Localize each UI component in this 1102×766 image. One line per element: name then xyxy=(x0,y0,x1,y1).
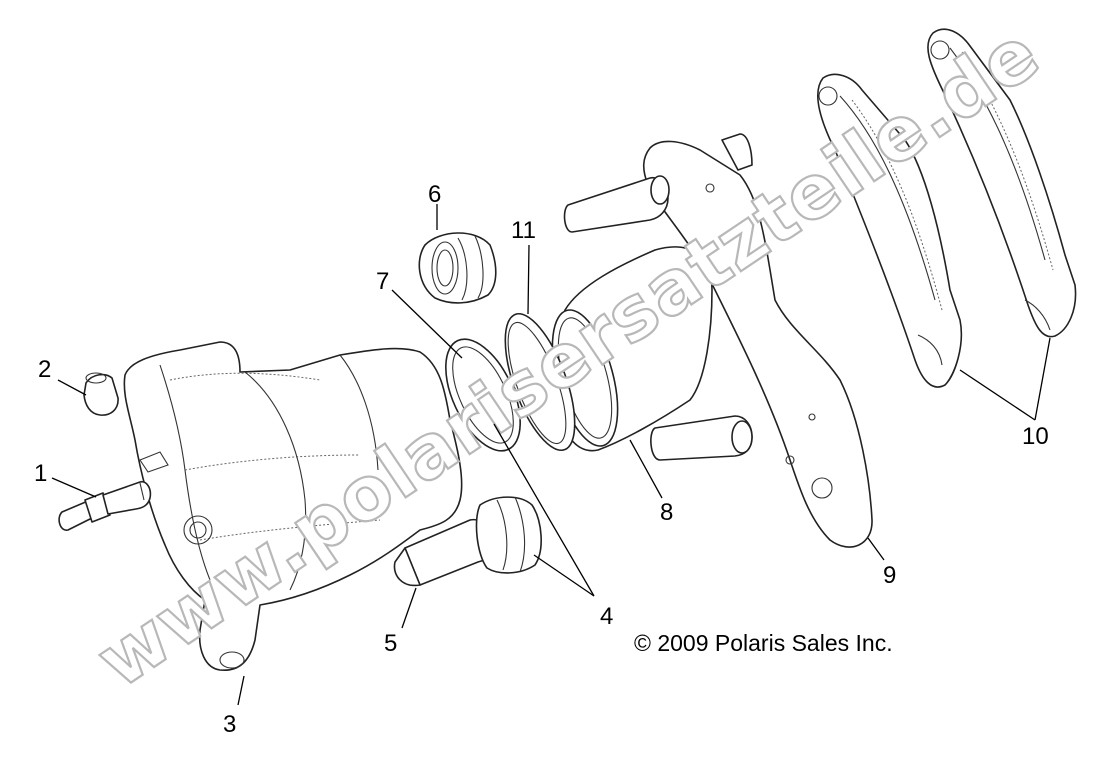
callout-5: 5 xyxy=(384,630,397,657)
callout-11: 11 xyxy=(511,217,536,244)
brake-pad-inner xyxy=(817,73,963,388)
callout-1: 1 xyxy=(34,460,47,487)
pin-boot-upper xyxy=(418,232,497,304)
callout-4: 4 xyxy=(600,603,613,630)
leader-lines xyxy=(51,204,1051,706)
brake-pad-outer xyxy=(927,28,1077,338)
callout-10: 10 xyxy=(1022,423,1049,450)
caliper-body xyxy=(123,341,463,671)
piston-seal xyxy=(504,312,576,452)
callout-9: 9 xyxy=(883,562,896,589)
copyright-notice: © 2009 Polaris Sales Inc. xyxy=(634,630,893,656)
slide-pin xyxy=(393,496,542,587)
callout-3: 3 xyxy=(223,711,236,738)
bleeder-cap xyxy=(83,372,119,416)
caliper-bracket xyxy=(563,133,873,548)
callout-6: 6 xyxy=(428,181,441,208)
callout-2: 2 xyxy=(38,356,51,383)
bleeder-screw xyxy=(58,480,152,531)
callout-labels: 1 2 3 4 5 6 7 8 9 10 11 xyxy=(34,181,1049,738)
callout-8: 8 xyxy=(660,499,673,526)
callout-7: 7 xyxy=(376,268,389,295)
